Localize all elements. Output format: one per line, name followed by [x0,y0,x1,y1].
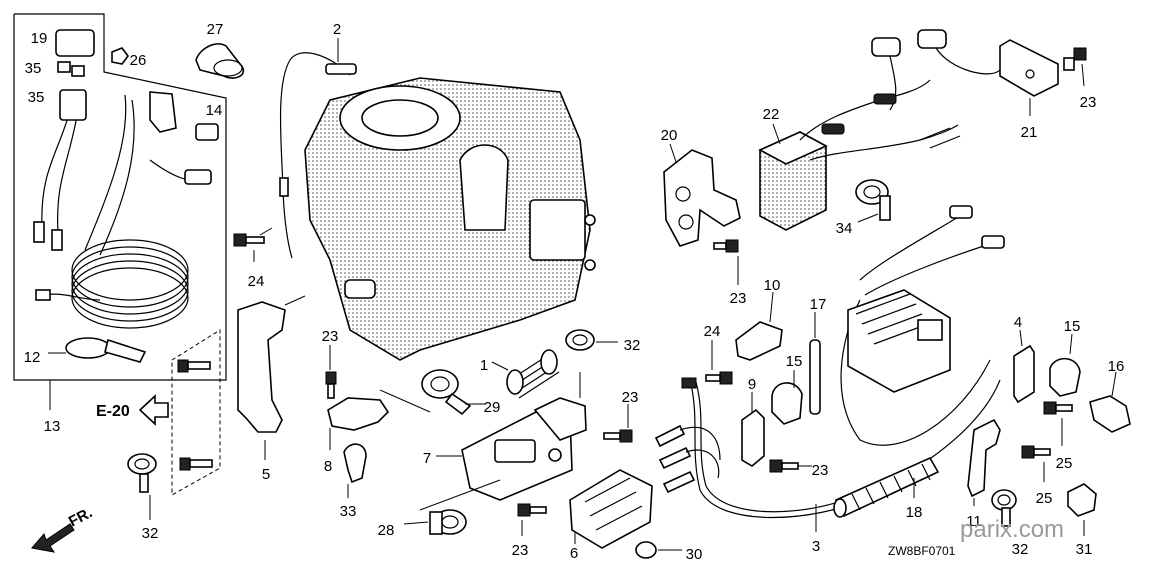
callout-c10[interactable]: 10 [764,277,781,294]
callout-c26[interactable]: 26 [130,52,147,69]
bolt-23-bottom [517,503,547,536]
regulator-unit [847,289,951,393]
callout-c25a[interactable]: 25 [1056,455,1073,472]
tube-17 [809,312,821,415]
callout-c35b[interactable]: 35 [28,89,45,106]
bolt-group-dashed [171,329,221,496]
callout-c8[interactable]: 8 [324,458,332,475]
clamp-32-right [991,489,1017,527]
callout-c32a[interactable]: 32 [142,525,159,542]
callout-c30[interactable]: 30 [686,546,703,563]
bracket-9 [741,392,765,467]
callout-c18[interactable]: 18 [906,504,923,521]
callout-c20[interactable]: 20 [661,127,678,144]
bracket-20 [663,143,741,247]
clip-33 [343,443,367,498]
clamp-29 [421,369,485,416]
clamp-28 [403,509,467,535]
callout-c16[interactable]: 16 [1108,358,1125,375]
callout-c17[interactable]: 17 [810,296,827,313]
wire-harness-3 [654,299,1001,532]
callout-c15b[interactable]: 15 [1064,318,1081,335]
bolt-23-right-center [769,459,812,473]
clip-15-center [771,370,803,425]
bracket-4 [1013,329,1035,404]
bolt-23-upper-center [713,239,739,285]
plug-cords [859,205,1005,296]
diagram-code: ZW8BF0701 [888,544,956,558]
throttle-cable-2 [279,38,357,259]
clip-15-right [1049,333,1081,397]
watermark: parix.com [960,516,1064,543]
corrugated-tube-18 [833,456,940,518]
callout-c25b[interactable]: 25 [1036,490,1053,507]
callout-c19[interactable]: 19 [31,30,48,47]
bolt-23-center [603,404,633,443]
callout-c28[interactable]: 28 [378,522,395,539]
clip-31 [1067,483,1097,536]
callout-c3[interactable]: 3 [812,538,820,555]
reference-label: E-20 [96,403,130,420]
callout-c33[interactable]: 33 [340,503,357,520]
bracket-11 [967,418,1001,506]
callout-c21[interactable]: 21 [1021,124,1038,141]
bracket-10 [735,291,783,361]
clamp-32-left [127,453,157,520]
bracket-5 [237,295,306,460]
grommet-30 [635,541,682,559]
bolt-24-center [705,340,733,385]
callout-c5[interactable]: 5 [262,466,270,483]
callout-c22[interactable]: 22 [763,106,780,123]
engine-body [304,77,596,361]
callout-c24a[interactable]: 24 [248,273,265,290]
callout-c24b[interactable]: 24 [704,323,721,340]
callout-c9[interactable]: 9 [748,376,756,393]
callout-c2[interactable]: 2 [333,21,341,38]
bolt-25-upper [1043,401,1073,446]
callout-c11[interactable]: 11 [966,513,982,530]
nut-26 [111,47,129,65]
callout-c23a[interactable]: 23 [322,328,339,345]
callout-c32c[interactable]: 32 [1012,541,1029,558]
callout-c12[interactable]: 12 [24,349,41,366]
callout-c23d[interactable]: 23 [812,462,829,479]
callout-c29[interactable]: 29 [484,399,501,416]
callout-c13[interactable]: 13 [44,418,61,435]
clamp-32-middle [565,329,618,351]
callout-c4[interactable]: 4 [1014,314,1022,331]
connector-block-6 [569,469,653,549]
clip-16 [1089,371,1131,433]
bracket-21 [999,39,1059,116]
spring-1 [491,349,560,399]
callout-c23f[interactable]: 23 [512,542,529,559]
bolt-25-lower [1021,445,1051,482]
clamp-34 [855,179,891,223]
bolt-24-left [233,227,273,262]
callout-c23e[interactable]: 23 [1080,94,1097,111]
callout-c14[interactable]: 14 [206,102,223,119]
bolt-23-top-right [1063,47,1087,87]
callout-c1[interactable]: 1 [480,357,488,374]
callout-c6[interactable]: 6 [570,545,578,562]
callout-c32b[interactable]: 32 [624,337,641,354]
callout-c15a[interactable]: 15 [786,353,803,370]
ignition-unit-22 [758,29,1001,231]
front-direction-arrow: FR. [31,504,95,553]
reference-arrow[interactable]: E-20 [96,394,169,426]
callout-c34[interactable]: 34 [836,220,853,237]
bracket-8 [325,345,431,450]
band-27 [195,43,245,79]
control-bracket-7 [419,372,587,511]
callout-c7[interactable]: 7 [423,450,431,467]
wire-harness-group-13 [13,13,227,410]
callout-c31[interactable]: 31 [1076,541,1093,558]
callout-c23b[interactable]: 23 [622,389,639,406]
callout-c27[interactable]: 27 [207,21,224,38]
callout-c35a[interactable]: 35 [25,60,42,77]
callout-c23c[interactable]: 23 [730,290,747,307]
